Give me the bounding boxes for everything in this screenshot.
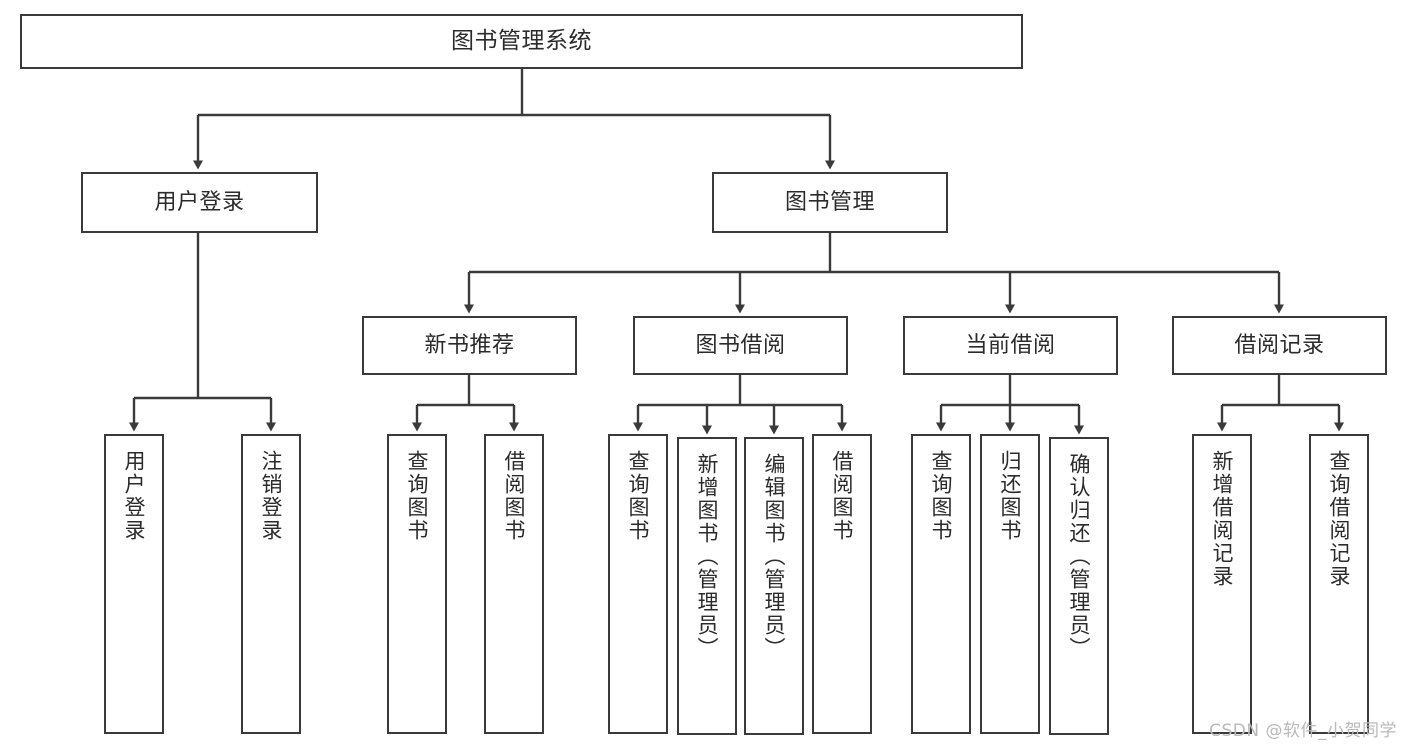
leaf-add-borrow-record[interactable]: 新增借阅记录 [1192,434,1252,734]
node-label: 借阅图书 [502,450,527,542]
leaf-logout-login[interactable]: 注销登录 [241,434,301,734]
node-current-borrow[interactable]: 当前借阅 [903,316,1118,375]
node-label: 查询图书 [626,450,651,542]
leaf-user-login[interactable]: 用户登录 [104,434,164,734]
leaf-return-book[interactable]: 归还图书 [980,434,1040,734]
node-label: 归还图书 [998,450,1023,542]
node-root-book-management-system[interactable]: 图书管理系统 [20,14,1023,69]
node-label: 查询借阅记录 [1327,450,1352,588]
leaf-edit-book-admin[interactable]: 编辑图书（管理员） [744,437,804,735]
node-label: 用户登录 [122,450,147,542]
leaf-query-book-borrow[interactable]: 查询图书 [608,434,668,734]
leaf-confirm-return-admin[interactable]: 确认归还（管理员） [1049,437,1109,735]
node-label: 图书管理 [784,189,875,215]
leaf-add-book-admin[interactable]: 新增图书（管理员） [677,437,737,735]
node-label: 用户登录 [154,189,245,215]
node-label: 新增借阅记录 [1210,450,1235,588]
node-label: 图书借阅 [695,332,786,358]
node-new-book-recommend[interactable]: 新书推荐 [362,316,577,375]
leaf-borrow-book-recommend[interactable]: 借阅图书 [484,434,544,734]
node-label: 确认归还（管理员） [1067,453,1092,660]
node-label: 当前借阅 [965,332,1056,358]
node-label: 查询图书 [929,450,954,542]
node-book-management[interactable]: 图书管理 [712,172,948,233]
node-label: 编辑图书（管理员） [762,453,787,660]
node-label: 查询图书 [405,450,430,542]
node-borrow-record[interactable]: 借阅记录 [1172,316,1387,375]
node-user-login[interactable]: 用户登录 [81,172,318,233]
csdn-watermark: CSDN @软件_小贺同学 [1209,721,1397,741]
leaf-borrow-book[interactable]: 借阅图书 [812,434,872,734]
node-label: 借阅记录 [1234,332,1325,358]
node-label: 借阅图书 [830,450,855,542]
node-label: 新书推荐 [424,332,515,358]
node-label: 注销登录 [259,450,284,542]
leaf-query-book-current[interactable]: 查询图书 [911,434,971,734]
leaf-query-book-recommend[interactable]: 查询图书 [387,434,447,734]
node-book-borrow[interactable]: 图书借阅 [633,316,848,375]
leaf-query-borrow-record[interactable]: 查询借阅记录 [1309,434,1369,734]
node-label: 新增图书（管理员） [695,453,720,660]
node-label: 图书管理系统 [451,27,592,54]
